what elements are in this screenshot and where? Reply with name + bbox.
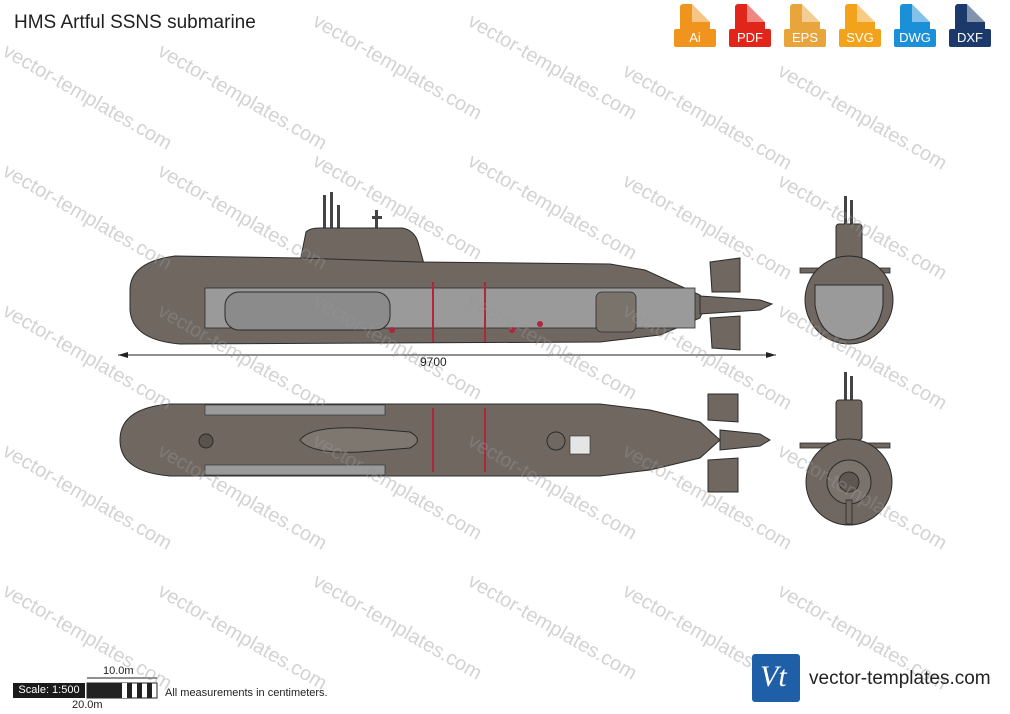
hatch-top [198, 433, 214, 449]
format-eps-button[interactable]: EPS [784, 4, 826, 52]
mast [375, 210, 378, 230]
brand-logo-icon: Vt [752, 654, 800, 702]
format-list: Ai PDF EPS SVG DWG DXF [674, 4, 1004, 52]
mast [330, 192, 333, 230]
hull-section [814, 284, 884, 341]
brand[interactable]: Vt vector-templates.com [752, 654, 1007, 704]
top-view [119, 393, 771, 493]
lower-rudder [709, 315, 741, 351]
scale-bar-segment [147, 683, 152, 698]
hatch [595, 291, 637, 333]
format-pdf-button[interactable]: PDF [729, 4, 771, 52]
scale-bar-segment [127, 683, 132, 698]
deck-panel [204, 464, 386, 476]
propulsor-hub [838, 471, 860, 493]
hydroplane [707, 457, 739, 493]
sail-rear [835, 399, 863, 441]
mast [844, 196, 847, 224]
sail-top [299, 427, 418, 453]
format-dwg-label: DWG [894, 29, 936, 47]
hatch-top [546, 431, 566, 451]
measurement-note: All measurements in centimeters. [165, 687, 328, 699]
format-eps-label: EPS [784, 29, 826, 47]
accent-dot [537, 321, 543, 327]
deck-panel [204, 404, 386, 416]
format-dwg-button[interactable]: DWG [894, 4, 936, 52]
brand-site-link[interactable]: vector-templates.com [809, 668, 991, 689]
scale-bar-segment [122, 683, 127, 698]
format-ai-label: Ai [674, 29, 716, 47]
format-svg-button[interactable]: SVG [839, 4, 881, 52]
dimension-arrow [118, 352, 128, 358]
dimension-arrow [766, 352, 776, 358]
accent-line [432, 282, 434, 342]
mast [337, 205, 340, 230]
propulsor-top [719, 429, 771, 451]
deck-plate [569, 435, 591, 455]
missile-bay [224, 291, 391, 331]
format-pdf-label: PDF [729, 29, 771, 47]
scale-ten-label: 10.0m [103, 665, 134, 677]
scale-twenty-label: 20.0m [72, 699, 103, 711]
side-view [118, 192, 776, 358]
upper-rudder [709, 257, 741, 293]
mast [850, 200, 853, 224]
lower-rudder-rear [845, 499, 853, 525]
brand-logo-text: Vt [760, 660, 787, 693]
rear-view [799, 372, 893, 526]
sail [299, 227, 425, 265]
scale-label: Scale: 1:500 [13, 683, 85, 698]
format-dxf-label: DXF [949, 29, 991, 47]
accent-line [432, 408, 434, 472]
format-dxf-button[interactable]: DXF [949, 4, 991, 52]
hydroplane [707, 393, 739, 423]
mast [323, 195, 326, 230]
scale-bar-segment [87, 683, 122, 698]
accent-line [484, 282, 486, 342]
format-ai-button[interactable]: Ai [674, 4, 716, 52]
accent-dot [389, 327, 395, 333]
front-view [799, 196, 894, 345]
dimension-label: 9700 [420, 355, 447, 369]
accent-dot [509, 327, 515, 333]
mast [850, 376, 853, 402]
scale-bar-segment [137, 683, 142, 698]
scale-bar [86, 677, 158, 699]
mast [844, 372, 847, 402]
propulsor [699, 295, 774, 315]
format-svg-label: SVG [839, 29, 881, 47]
page-title: HMS Artful SSNS submarine [14, 12, 256, 33]
accent-line [484, 408, 486, 472]
